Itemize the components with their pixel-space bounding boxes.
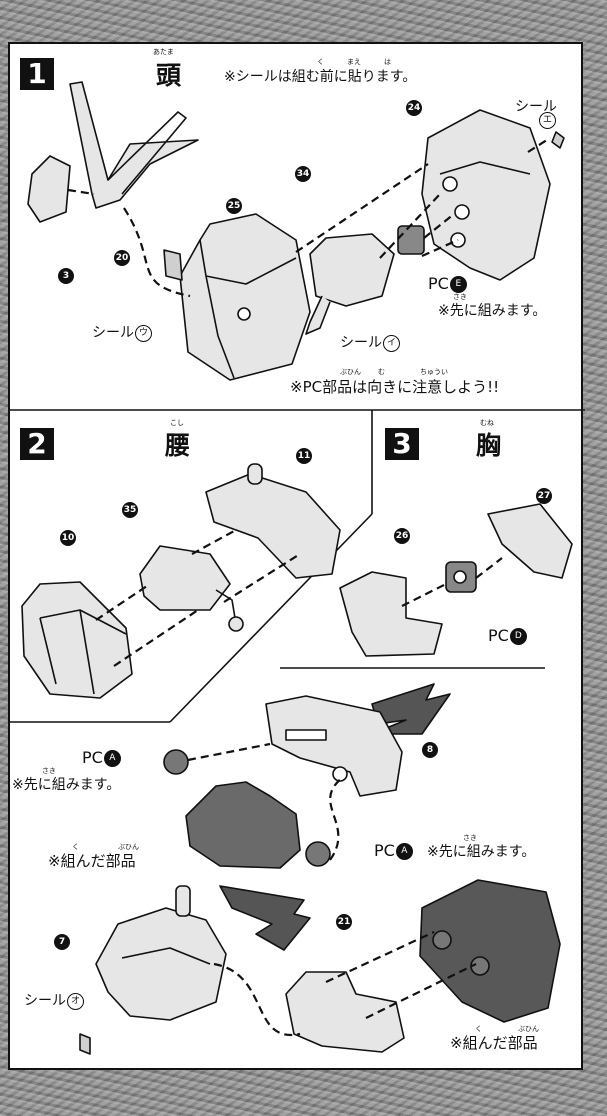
part-8	[265, 695, 403, 797]
instruction-sheet: 1 あたま 頭 く まえ は ※シールは組む前に貼ります。 シール エ シールウ…	[8, 42, 585, 1070]
note-first-ruby-a: さき	[453, 293, 467, 301]
note-sticker-before: ※シールは組む前に貼ります。	[224, 69, 417, 85]
note-pc-orientation: ※PC部品は向きに注意しよう!!	[290, 378, 500, 396]
sticker-label-e: シール	[515, 99, 557, 115]
dark-assembly-a	[185, 781, 301, 869]
step-2-number: 2	[20, 428, 54, 460]
note-assembled-part-a: ※組んだ部品	[48, 852, 136, 870]
note-first-ruby-b: さき	[42, 767, 56, 775]
note-assembled-ruby-a2: ぶひん	[118, 843, 139, 851]
note-pc-ruby-3: ちゅうい	[420, 368, 448, 376]
part-number-27: 27	[536, 488, 552, 504]
part-24	[421, 109, 551, 281]
sticker-label-u: シールウ	[92, 322, 152, 342]
part-21	[285, 971, 405, 1053]
note-sticker-ruby-3: は	[384, 58, 391, 66]
part-11	[205, 473, 341, 579]
note-assembled-ruby-b1: く	[475, 1025, 482, 1033]
arrow-down-1	[371, 683, 451, 735]
part-number-7: 7	[54, 934, 70, 950]
note-assembled-ruby-b2: ぶひん	[518, 1025, 539, 1033]
step-1-number: 1	[20, 58, 54, 90]
part-35	[139, 545, 231, 611]
part-7	[95, 907, 227, 1021]
part-number-8: 8	[422, 742, 438, 758]
sticker-e	[551, 131, 565, 149]
part-3	[27, 155, 71, 223]
sticker-u	[163, 249, 183, 281]
step-1-ruby: あたま	[153, 48, 174, 56]
note-sticker-ruby-2: まえ	[347, 58, 361, 66]
step-2-ruby: こし	[170, 419, 184, 427]
step-3-title: 胸	[476, 431, 502, 460]
sticker-o	[79, 1033, 91, 1055]
assembly-illustrations	[10, 81, 585, 1055]
part-number-25: 25	[226, 198, 242, 214]
part-number-20: 20	[114, 250, 130, 266]
part-number-35: 35	[122, 502, 138, 518]
dark-assembly-b	[419, 879, 561, 1023]
part-number-21: 21	[336, 914, 352, 930]
note-first-ruby-c: さき	[463, 834, 477, 842]
arrow-down-2	[219, 885, 311, 951]
part-26	[339, 571, 443, 657]
sticker-label-o: シールオ	[24, 990, 84, 1010]
part-25	[179, 213, 311, 381]
note-assemble-first-c: ※先に組みます。	[427, 844, 536, 860]
part-number-24: 24	[406, 100, 422, 116]
part-number-34: 34	[295, 166, 311, 182]
note-assembled-ruby-a1: く	[72, 843, 79, 851]
part-27	[487, 503, 573, 579]
part-number-10: 10	[60, 530, 76, 546]
sticker-label-i: シールイ	[340, 332, 400, 352]
note-pc-ruby-2: む	[378, 368, 385, 376]
pc-a-left	[163, 749, 189, 775]
note-assemble-first-a: ※先に組みます。	[438, 303, 547, 319]
step-3-ruby: むね	[480, 419, 494, 427]
part-number-11: 11	[296, 448, 312, 464]
step-2-title: 腰	[165, 431, 191, 460]
pc-a-right	[305, 841, 331, 867]
part-34	[309, 233, 395, 307]
part-number-3: 3	[58, 268, 74, 284]
note-assemble-first-b: ※先に組みます。	[12, 777, 121, 793]
step-1-title: 頭	[156, 61, 182, 90]
part-10	[21, 581, 133, 699]
part-number-26: 26	[394, 528, 410, 544]
part-20	[69, 81, 199, 209]
note-sticker-ruby-1: く	[317, 58, 324, 66]
pc-e	[397, 225, 425, 255]
step-3-number: 3	[385, 428, 419, 460]
note-assembled-part-b: ※組んだ部品	[450, 1034, 538, 1052]
sticker-e-circle: エ	[538, 112, 556, 129]
note-pc-ruby-1: ぶひん	[340, 368, 361, 376]
